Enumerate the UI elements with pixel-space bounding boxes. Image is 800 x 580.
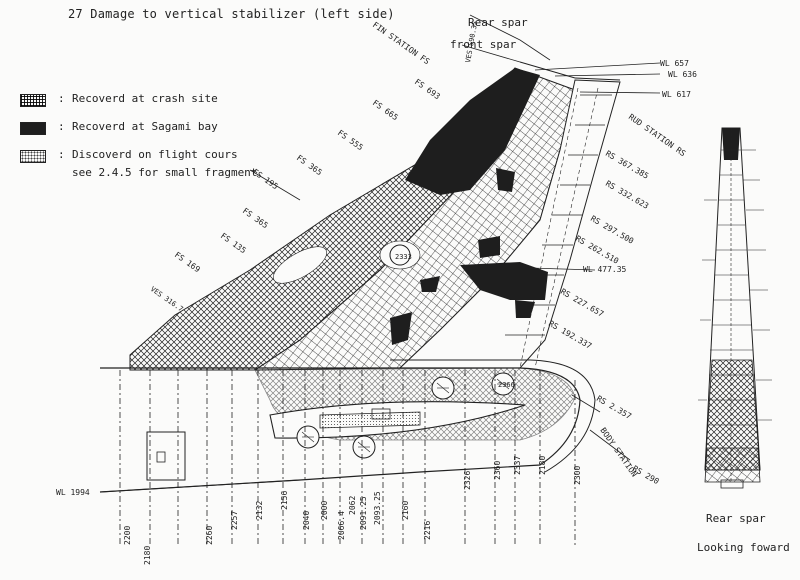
marker-label: 2366 bbox=[498, 381, 515, 389]
body-station-label: 2360 bbox=[493, 461, 502, 480]
legend-label-sagami-bay: Recoverd at Sagami bay bbox=[72, 120, 218, 133]
legend-swatch-crosshatch bbox=[20, 94, 46, 107]
legend-colon: : bbox=[58, 120, 65, 133]
fin-dark-fragment bbox=[420, 276, 440, 292]
fin-tip-dark-region bbox=[405, 68, 540, 195]
legend-swatch-dark bbox=[20, 122, 46, 135]
rudder-station-label: RS 332.623 bbox=[604, 179, 650, 211]
fin-station-label: FS 169 bbox=[173, 250, 202, 274]
wl-label: WL 617 bbox=[662, 90, 691, 99]
fin-dark-fragment bbox=[496, 168, 515, 192]
wl-label: WL 657 bbox=[660, 59, 689, 68]
marker-label: 2333 bbox=[395, 253, 412, 261]
wl-label: WL 1994 bbox=[56, 488, 90, 497]
body-station-label: 2337 bbox=[513, 456, 522, 475]
rudder-station-label: RS 367.385 bbox=[604, 149, 650, 181]
fin-dark-fragment bbox=[478, 236, 500, 258]
body-station-label: 2132 bbox=[255, 501, 264, 520]
rear-spar-label: Rear spar bbox=[468, 16, 528, 29]
side-view-caption: Rear spar bbox=[706, 512, 766, 525]
page-title: 27 Damage to vertical stabilizer (left s… bbox=[68, 7, 395, 21]
body-station-label: 2326 bbox=[463, 471, 472, 490]
body-station-label: 2216 bbox=[423, 521, 432, 540]
front-spar-label: front spar bbox=[450, 38, 517, 51]
fin-station-label: FS 365 bbox=[241, 206, 270, 230]
fin-dark-fragment bbox=[460, 262, 548, 300]
body-station-label: 2260 bbox=[205, 526, 214, 545]
legend-label-flight-course: Discoverd on flight cours bbox=[72, 148, 238, 161]
rudder-station-label: RS 192.337 bbox=[547, 319, 593, 351]
body-station-label: 2156 bbox=[280, 491, 289, 510]
rudder-station-label: RS 2.357 bbox=[595, 394, 633, 421]
legend-swatch-dotted bbox=[20, 150, 46, 163]
fin-station-label: FS 665 bbox=[371, 98, 400, 122]
body-station-label: 2257 bbox=[230, 511, 239, 530]
legend-note: see 2.4.5 for small fragment bbox=[72, 166, 258, 179]
body-station-label: 2040 bbox=[302, 511, 311, 530]
body-station-label: 2066.4 bbox=[337, 511, 346, 540]
fin-station-label: FS 555 bbox=[336, 128, 365, 152]
fin-station-label: FS 195 bbox=[251, 167, 280, 191]
body-station-label: 2000 bbox=[320, 501, 329, 520]
body-station-label: 2093.25 bbox=[373, 491, 382, 525]
body-station-label: 2200 bbox=[123, 526, 132, 545]
rudder-station-label: RS 297.500 bbox=[589, 214, 635, 246]
fin-station-label: FS 693 bbox=[413, 77, 442, 101]
side-view-caption: Looking foward bbox=[697, 541, 790, 554]
legend-colon: : bbox=[58, 92, 65, 105]
fuselage-outline bbox=[99, 367, 581, 493]
body-station-label: 2160 bbox=[401, 501, 410, 520]
rudder-station-label: RS 262.510 bbox=[574, 234, 620, 266]
fin-dark-fragment bbox=[515, 300, 535, 318]
body-station-label: 2062 bbox=[348, 496, 357, 515]
wl-label: WL 636 bbox=[668, 70, 697, 79]
fuselage-inner-outline bbox=[390, 359, 596, 473]
fin-station-header: FIN STATION FS bbox=[371, 20, 432, 66]
body-station-label: 2180 bbox=[538, 456, 547, 475]
fin-station-label: FS 365 bbox=[295, 153, 324, 177]
body-station-label: 2091.25 bbox=[359, 496, 368, 530]
rear-spar-side-view bbox=[698, 127, 772, 489]
fin-station-label: FS 135 bbox=[219, 231, 248, 255]
legend-colon: : bbox=[58, 148, 65, 161]
rudder-station-label: RS 227.657 bbox=[559, 287, 605, 319]
rudder-station-header: RUD STATION RS bbox=[627, 112, 688, 158]
legend-label-crash-site: Recoverd at crash site bbox=[72, 92, 218, 105]
wl-label: WL 477.35 bbox=[583, 265, 627, 274]
marker-label: VES 316.7 bbox=[149, 285, 185, 313]
body-station-label: 2180 bbox=[143, 546, 152, 565]
fin-dark-fragment bbox=[390, 312, 412, 345]
body-station-label: 2300 bbox=[573, 466, 582, 485]
